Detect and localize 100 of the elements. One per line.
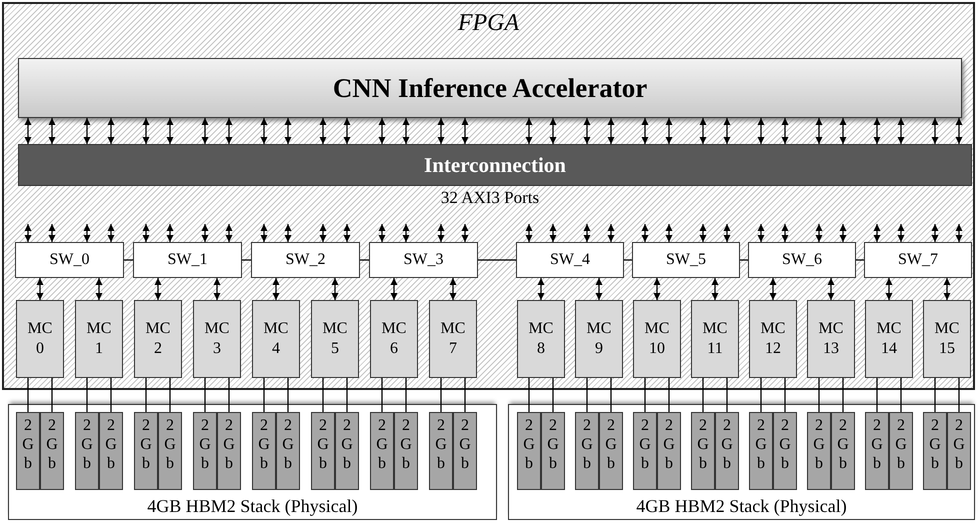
double-arrow bbox=[840, 224, 846, 242]
memory-die-box: 2Gb bbox=[311, 412, 335, 490]
connector-line bbox=[27, 378, 29, 412]
memory-die-box: 2Gb bbox=[715, 412, 739, 490]
connector-line bbox=[624, 259, 632, 261]
connector-line bbox=[760, 378, 762, 412]
port-count-label: 32 AXI3 Ports bbox=[440, 188, 540, 208]
connector-line bbox=[124, 259, 133, 261]
memory-die-box: 2Gb bbox=[16, 412, 40, 490]
memory-die-box: 2Gb bbox=[276, 412, 300, 490]
memory-controller-box: MC 3 bbox=[193, 300, 241, 378]
connector-line bbox=[346, 378, 348, 412]
double-arrow bbox=[758, 224, 764, 242]
double-arrow bbox=[402, 224, 410, 242]
double-arrow bbox=[944, 278, 950, 300]
connector-line bbox=[381, 378, 383, 412]
memory-die-box: 2Gb bbox=[889, 412, 913, 490]
double-arrow bbox=[142, 118, 150, 144]
double-arrow bbox=[816, 118, 822, 144]
double-arrow bbox=[226, 224, 232, 242]
memory-die-box: 2Gb bbox=[217, 412, 241, 490]
memory-controller-box: MC 14 bbox=[865, 300, 913, 378]
double-arrow bbox=[226, 118, 232, 144]
double-arrow bbox=[260, 118, 268, 144]
double-arrow bbox=[874, 224, 880, 242]
memory-die-box: 2Gb bbox=[599, 412, 623, 490]
memory-die-box: 2Gb bbox=[252, 412, 276, 490]
connector-line bbox=[842, 378, 844, 412]
memory-die-box: 2Gb bbox=[99, 412, 123, 490]
double-arrow bbox=[84, 118, 90, 144]
accelerator-block: CNN Inference Accelerator bbox=[18, 58, 962, 118]
memory-die-box: 2Gb bbox=[923, 412, 947, 490]
double-arrow bbox=[96, 278, 102, 300]
double-arrow bbox=[166, 224, 174, 242]
memory-controller-box: MC 6 bbox=[370, 300, 418, 378]
double-arrow bbox=[654, 278, 660, 300]
double-arrow bbox=[526, 224, 532, 242]
connector-line bbox=[740, 259, 748, 261]
memory-die-box: 2Gb bbox=[429, 412, 453, 490]
memory-die-box: 2Gb bbox=[575, 412, 599, 490]
double-arrow bbox=[816, 224, 822, 242]
memory-die-box: 2Gb bbox=[541, 412, 565, 490]
hbm-stack-box bbox=[508, 404, 975, 520]
connector-line bbox=[322, 378, 324, 412]
connector-line bbox=[876, 378, 878, 412]
double-arrow bbox=[108, 224, 114, 242]
double-arrow bbox=[390, 278, 398, 300]
double-arrow bbox=[378, 118, 386, 144]
double-arrow bbox=[956, 118, 962, 144]
connector-line bbox=[668, 378, 670, 412]
double-arrow bbox=[840, 118, 846, 144]
switch-box: SW_4 bbox=[516, 242, 624, 278]
double-arrow bbox=[378, 224, 386, 242]
memory-controller-box: MC 11 bbox=[691, 300, 739, 378]
double-arrow bbox=[584, 224, 590, 242]
double-arrow bbox=[202, 118, 208, 144]
double-arrow bbox=[886, 278, 892, 300]
double-arrow bbox=[724, 224, 730, 242]
hbm-stack-box bbox=[8, 404, 497, 520]
double-arrow bbox=[782, 224, 788, 242]
connector-line bbox=[440, 378, 442, 412]
connector-line bbox=[702, 378, 704, 412]
double-arrow bbox=[608, 118, 614, 144]
double-arrow bbox=[642, 118, 648, 144]
switch-box: SW_0 bbox=[15, 242, 124, 278]
memory-die-box: 2Gb bbox=[657, 412, 681, 490]
connector-line bbox=[552, 378, 554, 412]
double-arrow bbox=[48, 118, 56, 144]
memory-controller-box: MC 9 bbox=[575, 300, 623, 378]
double-arrow bbox=[538, 278, 544, 300]
region-title: FPGA bbox=[458, 10, 520, 37]
memory-die-box: 2Gb bbox=[773, 412, 797, 490]
double-arrow bbox=[84, 224, 90, 242]
memory-die-box: 2Gb bbox=[947, 412, 971, 490]
double-arrow bbox=[712, 278, 718, 300]
memory-die-box: 2Gb bbox=[831, 412, 855, 490]
connector-line bbox=[900, 378, 902, 412]
memory-die-box: 2Gb bbox=[134, 412, 158, 490]
double-arrow bbox=[828, 278, 834, 300]
connector-line bbox=[528, 378, 530, 412]
memory-controller-box: MC 12 bbox=[749, 300, 797, 378]
connector-line bbox=[856, 259, 864, 261]
double-arrow bbox=[284, 224, 292, 242]
memory-controller-box: MC 0 bbox=[16, 300, 64, 378]
memory-controller-box: MC 15 bbox=[923, 300, 971, 378]
double-arrow bbox=[874, 118, 880, 144]
double-arrow bbox=[438, 118, 444, 144]
connector-line bbox=[242, 259, 251, 261]
connector-line bbox=[263, 378, 265, 412]
memory-controller-box: MC 8 bbox=[517, 300, 565, 378]
double-arrow bbox=[898, 118, 904, 144]
double-arrow bbox=[462, 224, 468, 242]
connector-line bbox=[86, 378, 88, 412]
double-arrow bbox=[320, 118, 326, 144]
double-arrow bbox=[24, 118, 32, 144]
stack-label: 4GB HBM2 Stack (Physical) bbox=[636, 496, 847, 517]
memory-die-box: 2Gb bbox=[335, 412, 359, 490]
memory-die-box: 2Gb bbox=[75, 412, 99, 490]
double-arrow bbox=[584, 118, 590, 144]
switch-box: SW_5 bbox=[632, 242, 740, 278]
